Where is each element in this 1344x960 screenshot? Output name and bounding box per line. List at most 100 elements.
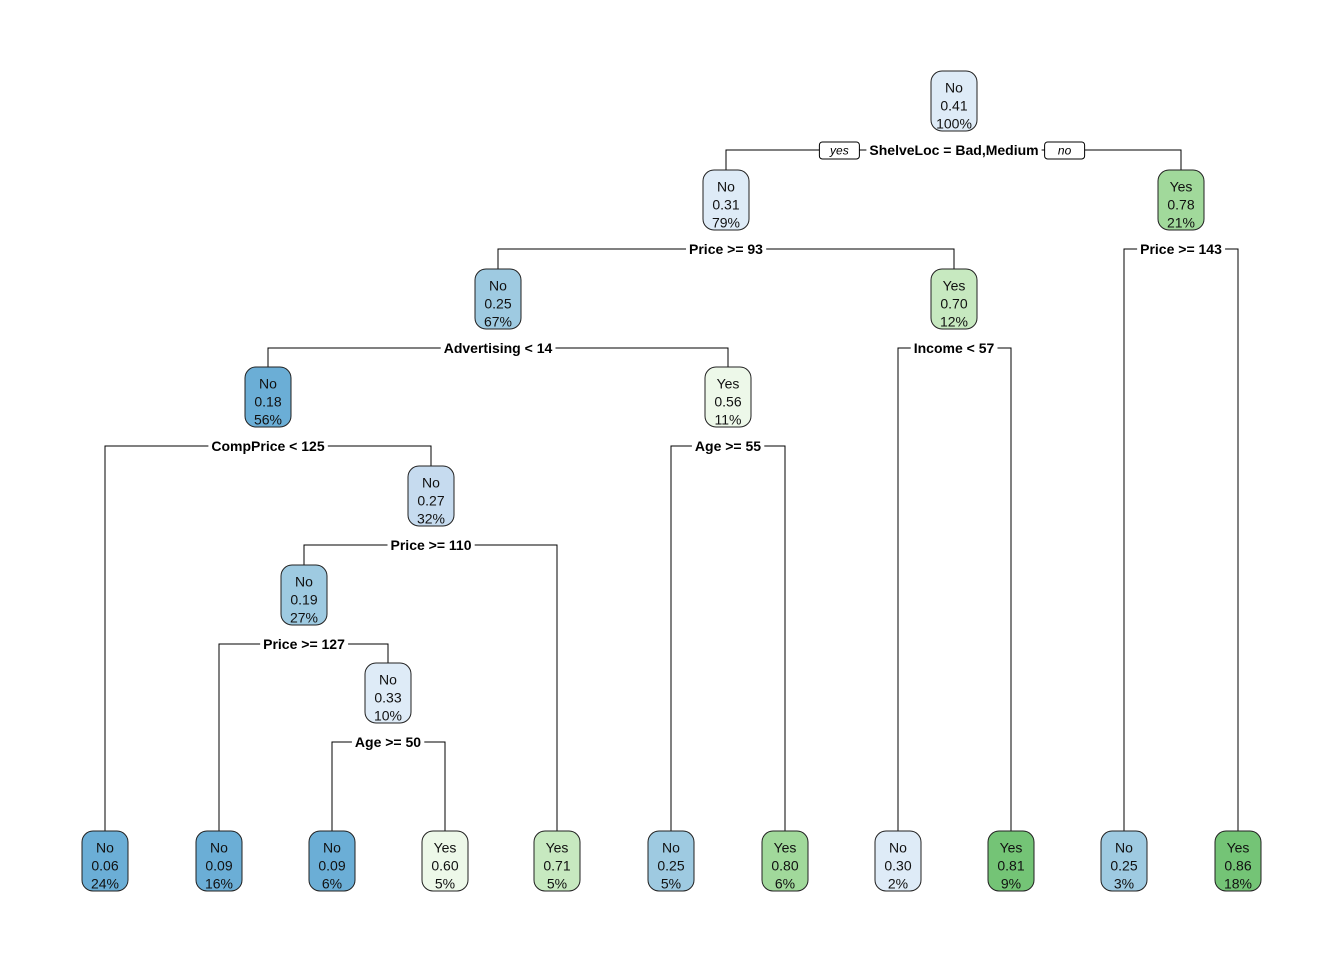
split-label-bg <box>866 141 1042 159</box>
node-box <box>81 830 129 892</box>
node-class: No <box>662 840 680 856</box>
node-box <box>874 830 922 892</box>
node-probability: 0.86 <box>1224 858 1251 874</box>
node-percent: 10% <box>374 708 402 724</box>
split-label-bg <box>260 635 349 653</box>
node-percent: 9% <box>1001 876 1021 892</box>
node-box <box>195 830 243 892</box>
split-label: Price >= 143 <box>1140 241 1222 257</box>
node-percent: 12% <box>940 314 968 330</box>
split-label: Advertising < 14 <box>444 340 553 356</box>
node-class: No <box>295 574 313 590</box>
split-label: Age >= 55 <box>695 438 761 454</box>
node-box <box>1100 830 1148 892</box>
node-class: No <box>489 278 507 294</box>
node-class: Yes <box>1000 840 1023 856</box>
node-class: No <box>945 80 963 96</box>
node-class: Yes <box>1227 840 1250 856</box>
edge-line <box>331 741 446 831</box>
node-class: No <box>889 840 907 856</box>
leaf-node: No0.253% <box>1100 830 1148 892</box>
node-box <box>308 830 356 892</box>
split-label: Age >= 50 <box>355 734 421 750</box>
node-class: No <box>210 840 228 856</box>
leaf-node: No 0.30 2% <box>874 830 922 892</box>
node-percent: 5% <box>435 876 455 892</box>
split-label-bg <box>351 733 425 751</box>
edge-line <box>670 445 786 831</box>
node-percent: 5% <box>547 876 567 892</box>
node-box <box>704 366 752 428</box>
node-probability: 0.60 <box>431 858 458 874</box>
node-box <box>1157 169 1205 231</box>
node-percent: 67% <box>484 314 512 330</box>
node-percent: 16% <box>205 876 233 892</box>
node-class: Yes <box>546 840 569 856</box>
node-box <box>364 662 412 724</box>
node-probability: 0.25 <box>1110 858 1137 874</box>
node-probability: 0.33 <box>374 690 401 706</box>
leaf-node: Yes 0.60 5% <box>421 830 469 892</box>
node-probability: 0.25 <box>484 296 511 312</box>
leaf-node: No 0.09 6% <box>308 830 356 892</box>
node-percent: 24% <box>91 876 119 892</box>
split-label: Income < 57 <box>914 340 995 356</box>
split-label-bg <box>910 339 998 357</box>
split-label-bg <box>387 536 475 554</box>
edge-n10 <box>331 741 446 831</box>
branch-label-yes-text: yes <box>829 144 849 158</box>
node-class: Yes <box>434 840 457 856</box>
node-percent: 6% <box>775 876 795 892</box>
node-class: No <box>323 840 341 856</box>
node-probability: 0.41 <box>940 98 967 114</box>
node-class: Yes <box>943 278 966 294</box>
node-probability: 0.27 <box>417 493 444 509</box>
node-class: Yes <box>774 840 797 856</box>
node-percent: 18% <box>1224 876 1252 892</box>
edge-line <box>1123 248 1239 831</box>
tree-node: No 0.25 67% <box>474 268 522 330</box>
split-label: CompPrice < 125 <box>211 438 324 454</box>
node-class: No <box>1115 840 1133 856</box>
split-label-bg <box>1137 240 1226 258</box>
node-probability: 0.78 <box>1167 197 1194 213</box>
node-probability: 0.09 <box>318 858 345 874</box>
split-label-bg <box>691 437 765 455</box>
edges-layer <box>104 149 1239 831</box>
node-percent: 21% <box>1167 215 1195 231</box>
edge-line <box>897 347 1012 831</box>
node-box <box>987 830 1035 892</box>
split-label: ShelveLoc = Bad,Medium <box>869 142 1038 158</box>
node-percent: 6% <box>322 876 342 892</box>
node-percent: 56% <box>254 412 282 428</box>
edge-n3 <box>1123 248 1239 831</box>
split-label: Price >= 127 <box>263 636 345 652</box>
node-box <box>1214 830 1262 892</box>
node-box <box>702 169 750 231</box>
split-label-bg <box>440 339 556 357</box>
node-class: No <box>259 376 277 392</box>
node-probability: 0.06 <box>91 858 118 874</box>
node-box <box>533 830 581 892</box>
node-probability: 0.31 <box>712 197 739 213</box>
node-probability: 0.30 <box>884 858 911 874</box>
node-probability: 0.18 <box>254 394 281 410</box>
split-label: Price >= 110 <box>391 537 472 553</box>
node-percent: 2% <box>888 876 908 892</box>
leaf-node: No0.255% <box>647 830 695 892</box>
node-class: Yes <box>717 376 740 392</box>
node-probability: 0.19 <box>290 592 317 608</box>
node-box <box>474 268 522 330</box>
node-percent: 27% <box>290 610 318 626</box>
node-percent: 100% <box>936 116 972 132</box>
split-label-bg <box>208 437 328 455</box>
node-box <box>930 268 978 330</box>
